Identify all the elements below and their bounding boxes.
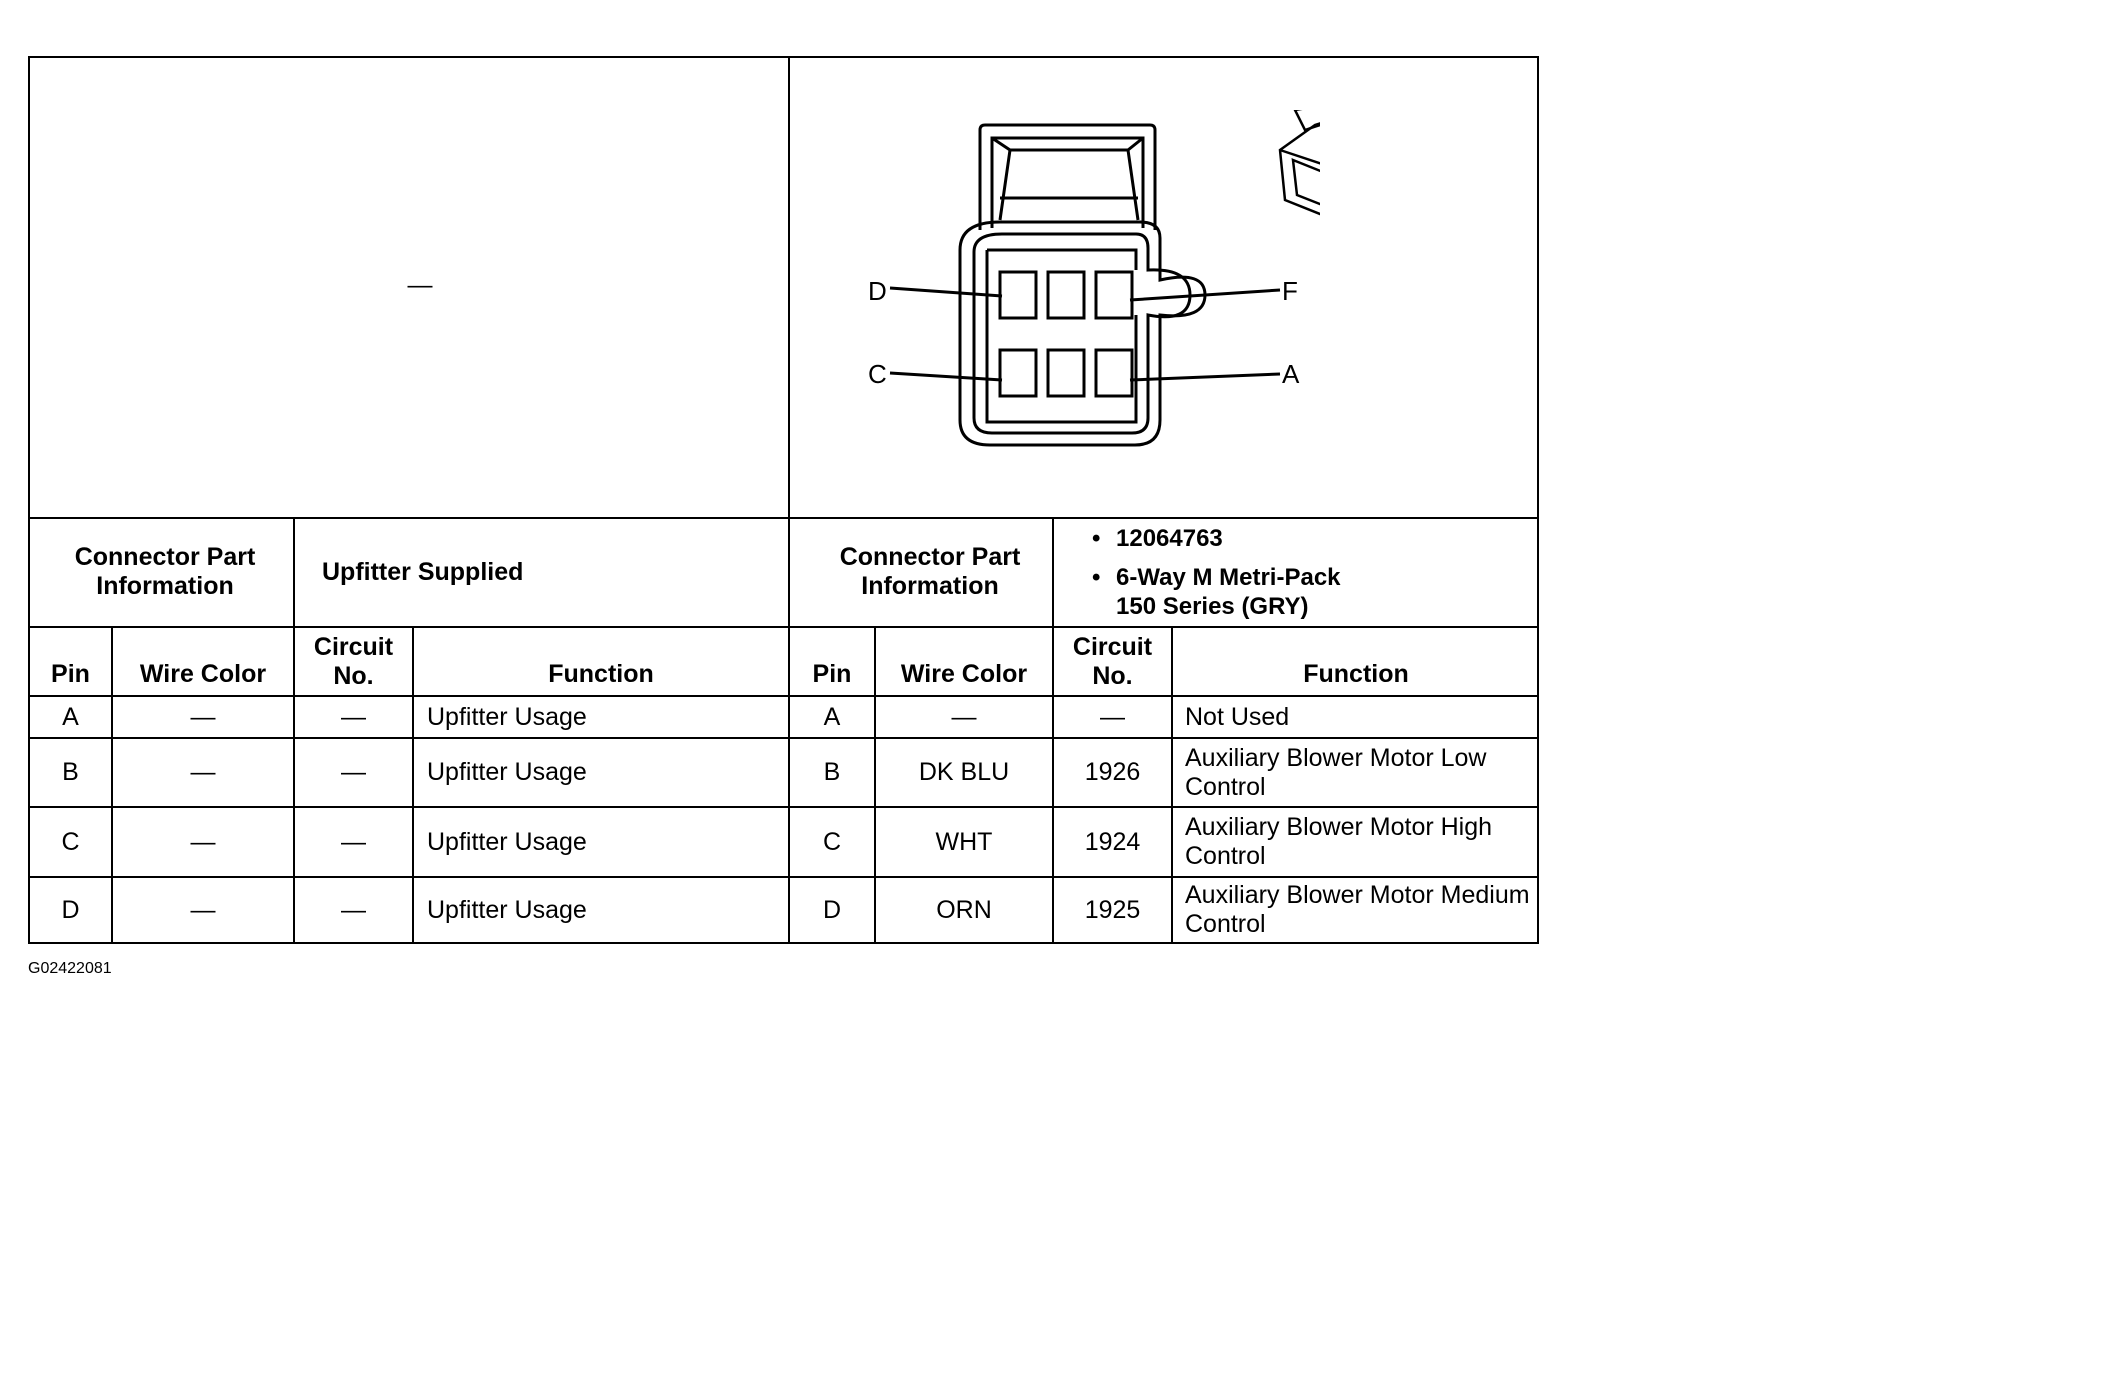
right-row-d-circuit: 1925 xyxy=(1084,895,1141,924)
left-row-b-wire: — xyxy=(190,758,216,786)
left-image-placeholder: — xyxy=(407,270,433,299)
part-number: 12064763 xyxy=(1116,525,1223,552)
pin-label-d: D xyxy=(868,276,887,306)
center-divider xyxy=(788,56,790,944)
right-connector-info-values: •12064763 •6-Way M Metri-Pack 150 Series… xyxy=(1092,524,1512,621)
right-row-c-circuit: 1924 xyxy=(1084,827,1141,856)
right-row-a-circuit: — xyxy=(1100,702,1125,731)
left-row-a-function: Upfitter Usage xyxy=(427,702,587,731)
right-row-a-pin: A xyxy=(823,702,841,731)
left-header-pin: Pin xyxy=(51,660,90,688)
left-row-d-pin: D xyxy=(61,895,80,924)
right-row-c-function: Auxiliary Blower Motor High Control xyxy=(1185,813,1493,870)
left-row-b-circuit: — xyxy=(341,758,366,786)
row-b-bottom-line xyxy=(28,806,1539,808)
left-header-wire-color: Wire Color xyxy=(139,660,267,688)
left-row-c-circuit: — xyxy=(341,827,366,856)
left-row-a-pin: A xyxy=(62,702,79,731)
figure-code: G02422081 xyxy=(28,960,112,977)
right-header-function: Function xyxy=(1303,660,1409,688)
connector-face-diagram: D F C A xyxy=(868,110,1320,447)
right-header-circuit-line1: Circuit xyxy=(1072,632,1153,661)
right-row-b-wire: DK BLU xyxy=(918,758,1010,786)
left-col-divider-1 xyxy=(111,626,113,944)
left-header-function: Function xyxy=(548,660,654,688)
right-row-a-wire: — xyxy=(951,702,977,731)
connector-table-frame xyxy=(28,56,1539,944)
right-row-b-pin: B xyxy=(823,758,841,786)
left-row-c-wire: — xyxy=(190,827,216,856)
right-row-c-pin: C xyxy=(822,827,842,856)
info-row-bottom-line xyxy=(28,626,1539,628)
left-row-d-wire: — xyxy=(190,895,216,924)
left-header-circuit: Circuit No. xyxy=(295,628,412,695)
header-row-bottom-line xyxy=(28,695,1539,697)
left-row-b-function: Upfitter Usage xyxy=(427,758,587,786)
row-a-bottom-line xyxy=(28,737,1539,739)
right-row-b-function: Auxiliary Blower Motor Low Control xyxy=(1185,743,1487,801)
right-header-wire-color: Wire Color xyxy=(900,660,1028,688)
part-number-item: •12064763 xyxy=(1092,525,1223,552)
left-row-b-pin: B xyxy=(62,758,79,786)
left-col-divider-3 xyxy=(412,626,414,944)
left-connector-info-value: Upfitter Supplied xyxy=(322,557,524,586)
left-row-c-pin: C xyxy=(61,827,80,856)
left-col-divider-2 xyxy=(293,626,295,944)
pin-label-c: C xyxy=(868,359,887,389)
right-row-d-function: Auxiliary Blower Motor Medium Control xyxy=(1185,881,1530,938)
right-row-b-circuit: 1926 xyxy=(1084,758,1141,786)
left-info-divider xyxy=(293,517,295,627)
right-header-circuit: Circuit No. xyxy=(1054,628,1171,695)
right-col-divider-2 xyxy=(1052,626,1054,944)
image-area-bottom-line xyxy=(28,517,1539,519)
left-row-a-wire: — xyxy=(190,702,216,731)
right-header-circuit-line2: No. xyxy=(1092,661,1133,690)
pin-label-f: F xyxy=(1282,276,1298,306)
right-row-d-wire: ORN xyxy=(936,895,992,924)
right-col-divider-3 xyxy=(1171,626,1173,944)
right-row-c-wire: WHT xyxy=(935,827,993,856)
left-row-d-function: Upfitter Usage xyxy=(427,895,587,924)
right-row-d-pin: D xyxy=(822,895,842,924)
row-c-bottom-line xyxy=(28,876,1539,878)
right-col-divider-1 xyxy=(874,626,876,944)
right-connector-info-label: Connector Part Information xyxy=(839,543,1021,600)
connector-type-item: •6-Way M Metri-Pack 150 Series (GRY) xyxy=(1092,563,1512,621)
left-row-a-circuit: — xyxy=(341,702,366,731)
left-row-c-function: Upfitter Usage xyxy=(427,827,587,856)
left-header-circuit-line2: No. xyxy=(333,661,374,690)
connector-type: 6-Way M Metri-Pack 150 Series (GRY) xyxy=(1116,564,1341,620)
left-row-d-circuit: — xyxy=(341,895,366,924)
left-header-circuit-line1: Circuit xyxy=(313,632,394,661)
right-info-divider xyxy=(1052,517,1054,627)
pin-label-a: A xyxy=(1282,359,1300,389)
left-connector-info-label: Connector Part Information xyxy=(74,543,256,600)
right-header-pin: Pin xyxy=(812,660,852,688)
right-row-a-function: Not Used xyxy=(1185,702,1290,731)
